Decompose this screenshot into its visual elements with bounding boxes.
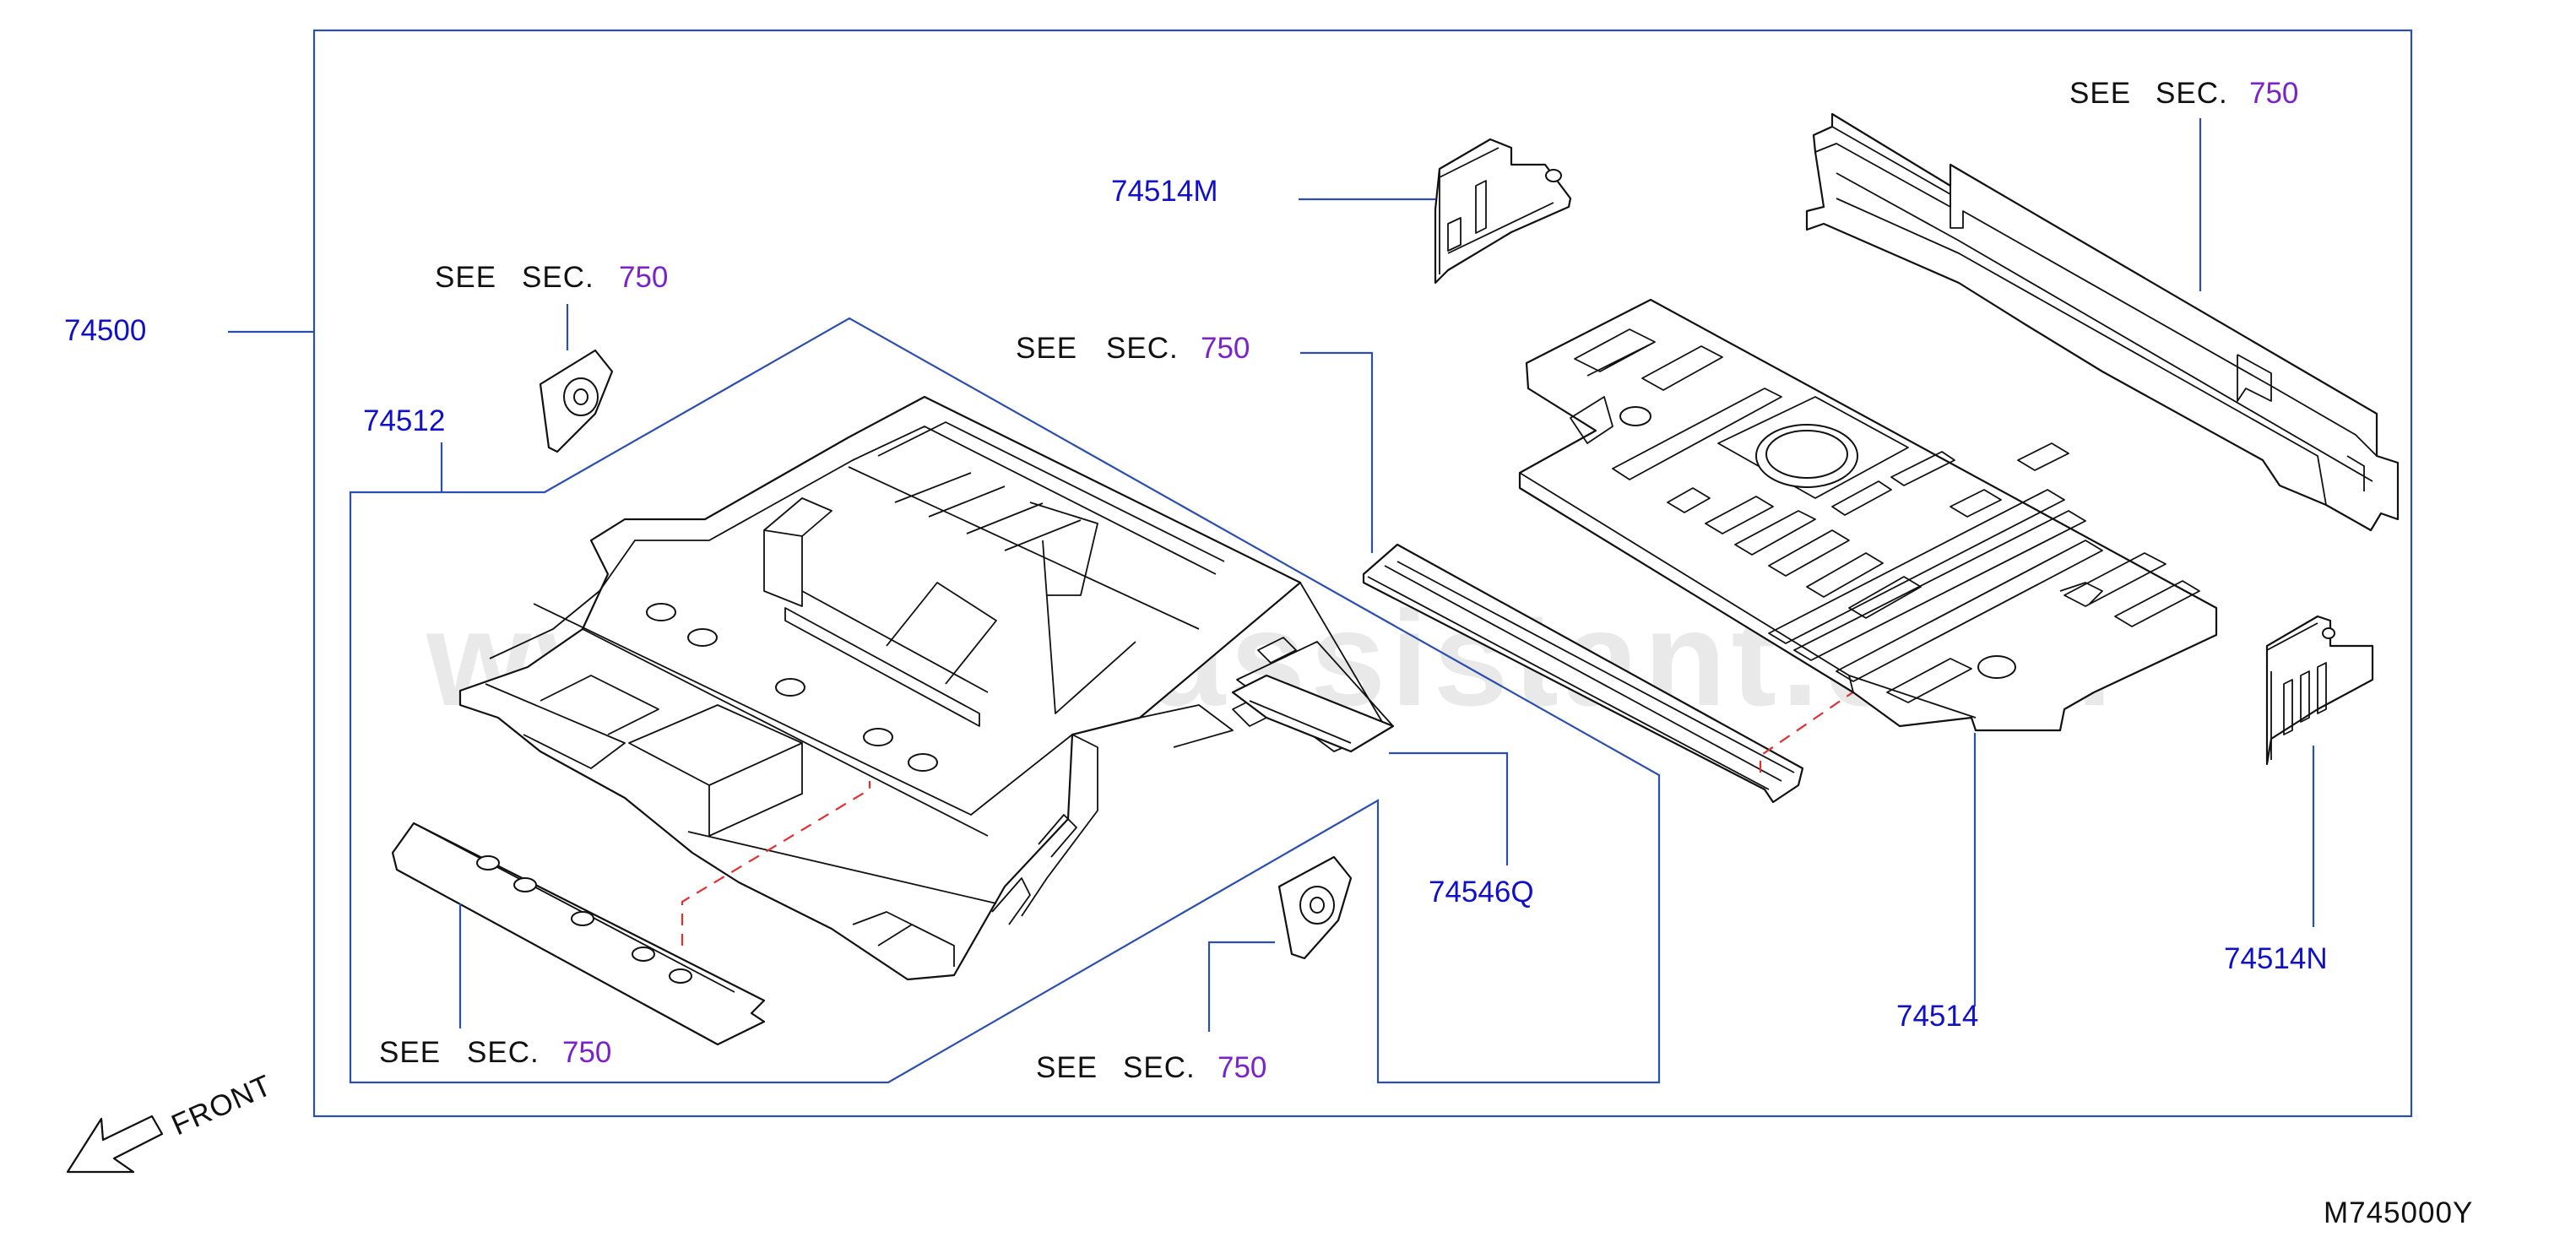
svg-text:SEC.: SEC. <box>467 1036 540 1069</box>
see-section-ref-top-left: SEE SEC. 750 <box>435 261 668 294</box>
svg-text:750: 750 <box>2249 77 2298 110</box>
see-section-ref-bottom-middle: SEE SEC. 750 <box>1036 1051 1266 1084</box>
bracket-74514M <box>1434 138 1572 285</box>
svg-text:750: 750 <box>562 1036 611 1069</box>
part-number-74514M: 74514M <box>1111 175 1217 208</box>
part-number-74500: 74500 <box>64 314 146 347</box>
see-section-ref-bottom-left: SEE SEC. 750 <box>379 1036 611 1069</box>
rear-floor-extension-bracket <box>1231 674 1395 753</box>
svg-text:SEE: SEE <box>379 1036 441 1069</box>
hidden-line-right <box>1759 654 1909 773</box>
front-floor-panel <box>458 395 1394 981</box>
hidden-line-left <box>681 781 871 946</box>
floor-reinforcement-strip <box>391 822 766 1046</box>
svg-text:750: 750 <box>1201 332 1250 365</box>
subassembly-frame-74512 <box>349 317 1661 1084</box>
svg-text:SEC.: SEC. <box>522 261 594 294</box>
svg-text:SEC.: SEC. <box>1106 332 1179 365</box>
leader-74546Q <box>1389 751 1509 865</box>
bracket-74514N <box>2265 615 2374 766</box>
front-direction-arrow <box>66 1115 164 1174</box>
see-section-ref-top-right: SEE SEC. 750 <box>2069 77 2298 110</box>
part-number-74546Q: 74546Q <box>1429 876 1534 909</box>
svg-text:SEE: SEE <box>1036 1051 1098 1084</box>
svg-text:SEE: SEE <box>2069 77 2131 110</box>
front-label: FRONT <box>166 1069 277 1142</box>
svg-text:SEC.: SEC. <box>2156 77 2228 110</box>
part-number-74514: 74514 <box>1896 1000 1978 1033</box>
rear-floor-panel <box>1518 298 2218 732</box>
svg-text:750: 750 <box>1217 1051 1266 1084</box>
svg-text:750: 750 <box>619 261 668 294</box>
leader-see-sec-middle <box>1300 351 1374 553</box>
see-section-ref-middle: SEE SEC. 750 <box>1016 332 1250 365</box>
diagram-code: M745000Y <box>2324 1196 2473 1229</box>
assembly-frame <box>312 29 2413 1118</box>
leader-see-sec-bottom-middle <box>1207 941 1275 1032</box>
svg-text:SEE: SEE <box>1016 332 1077 365</box>
svg-text:SEE: SEE <box>435 261 496 294</box>
svg-text:SEC.: SEC. <box>1123 1051 1196 1084</box>
part-number-74512: 74512 <box>363 404 445 437</box>
rear-cross-member <box>1805 112 2400 532</box>
floor-side-rail <box>1362 543 1804 804</box>
gusset-top-left <box>539 349 614 453</box>
gusset-bottom-middle <box>1277 855 1353 960</box>
part-number-74514N: 74514N <box>2224 942 2328 975</box>
